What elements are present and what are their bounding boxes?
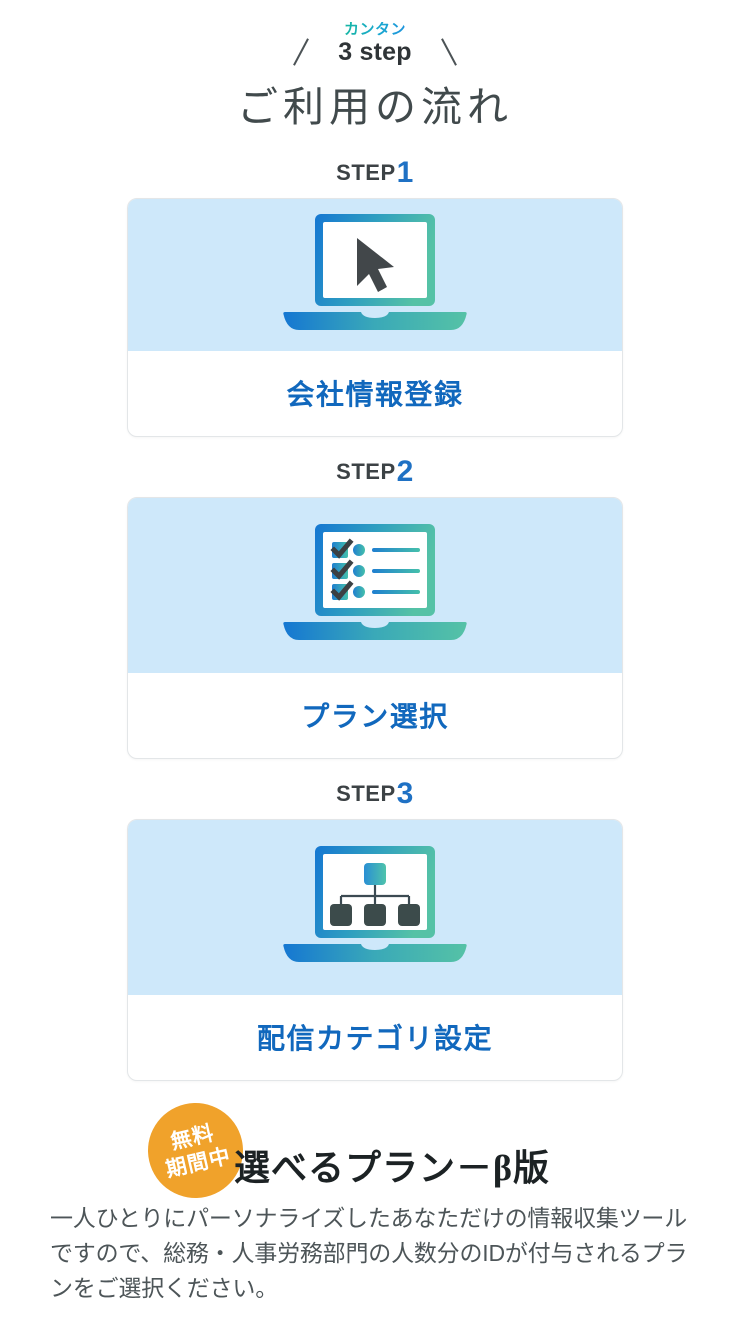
step-block-3: STEP3 (0, 776, 750, 1081)
decorative-slash-right-icon (440, 38, 457, 66)
steps-list: STEP1 (0, 155, 750, 1081)
step-block-2: STEP2 (0, 454, 750, 759)
step-label-3: STEP3 (0, 776, 750, 810)
step-card-art-1 (128, 198, 622, 351)
step-card-2[interactable]: プラン選択 (127, 496, 623, 759)
page-header: カンタン 3 step ご利用の流れ (0, 0, 750, 132)
plans-heading: 選べるプラン－β版 (234, 1147, 550, 1188)
step-card-art-2 (128, 497, 622, 673)
plans-section: 無料 期間中 選べるプラン－β版 一人ひとりにパーソナライズしたあなただけの情報… (0, 1093, 750, 1306)
step-label-1: STEP1 (0, 155, 750, 189)
plans-description: 一人ひとりにパーソナライズしたあなただけの情報収集ツールですので、総務・人事労務… (50, 1204, 688, 1301)
step-label-prefix: STEP (336, 458, 396, 484)
step-card-3[interactable]: 配信カテゴリ設定 (127, 818, 623, 1081)
eyebrow-main-text: 3 step (338, 38, 412, 66)
laptop-orgchart-icon (283, 846, 467, 963)
laptop-checklist-icon (283, 524, 467, 641)
laptop-cursor-icon (283, 213, 467, 330)
step-label-prefix: STEP (336, 159, 396, 185)
step-label-number: 3 (396, 776, 414, 810)
step-card-caption-2: プラン選択 (301, 701, 449, 733)
step-card-caption-3: 配信カテゴリ設定 (256, 1023, 493, 1055)
step-label-prefix: STEP (336, 780, 396, 806)
step-card-1[interactable]: 会社情報登録 (127, 197, 623, 437)
decorative-slash-left-icon (293, 38, 310, 66)
step-card-art-3 (128, 819, 622, 995)
step-label-number: 1 (396, 155, 414, 189)
step-block-1: STEP1 (0, 155, 750, 437)
step-label-2: STEP2 (0, 454, 750, 488)
page-title: ご利用の流れ (237, 83, 513, 130)
step-card-caption-1: 会社情報登録 (286, 379, 464, 411)
plans-heading-row: 無料 期間中 選べるプラン－β版 (48, 1093, 702, 1208)
eyebrow-group: カンタン 3 step (284, 22, 465, 67)
eyebrow-kana-text: カンタン (338, 22, 411, 37)
step-label-number: 2 (396, 454, 414, 488)
